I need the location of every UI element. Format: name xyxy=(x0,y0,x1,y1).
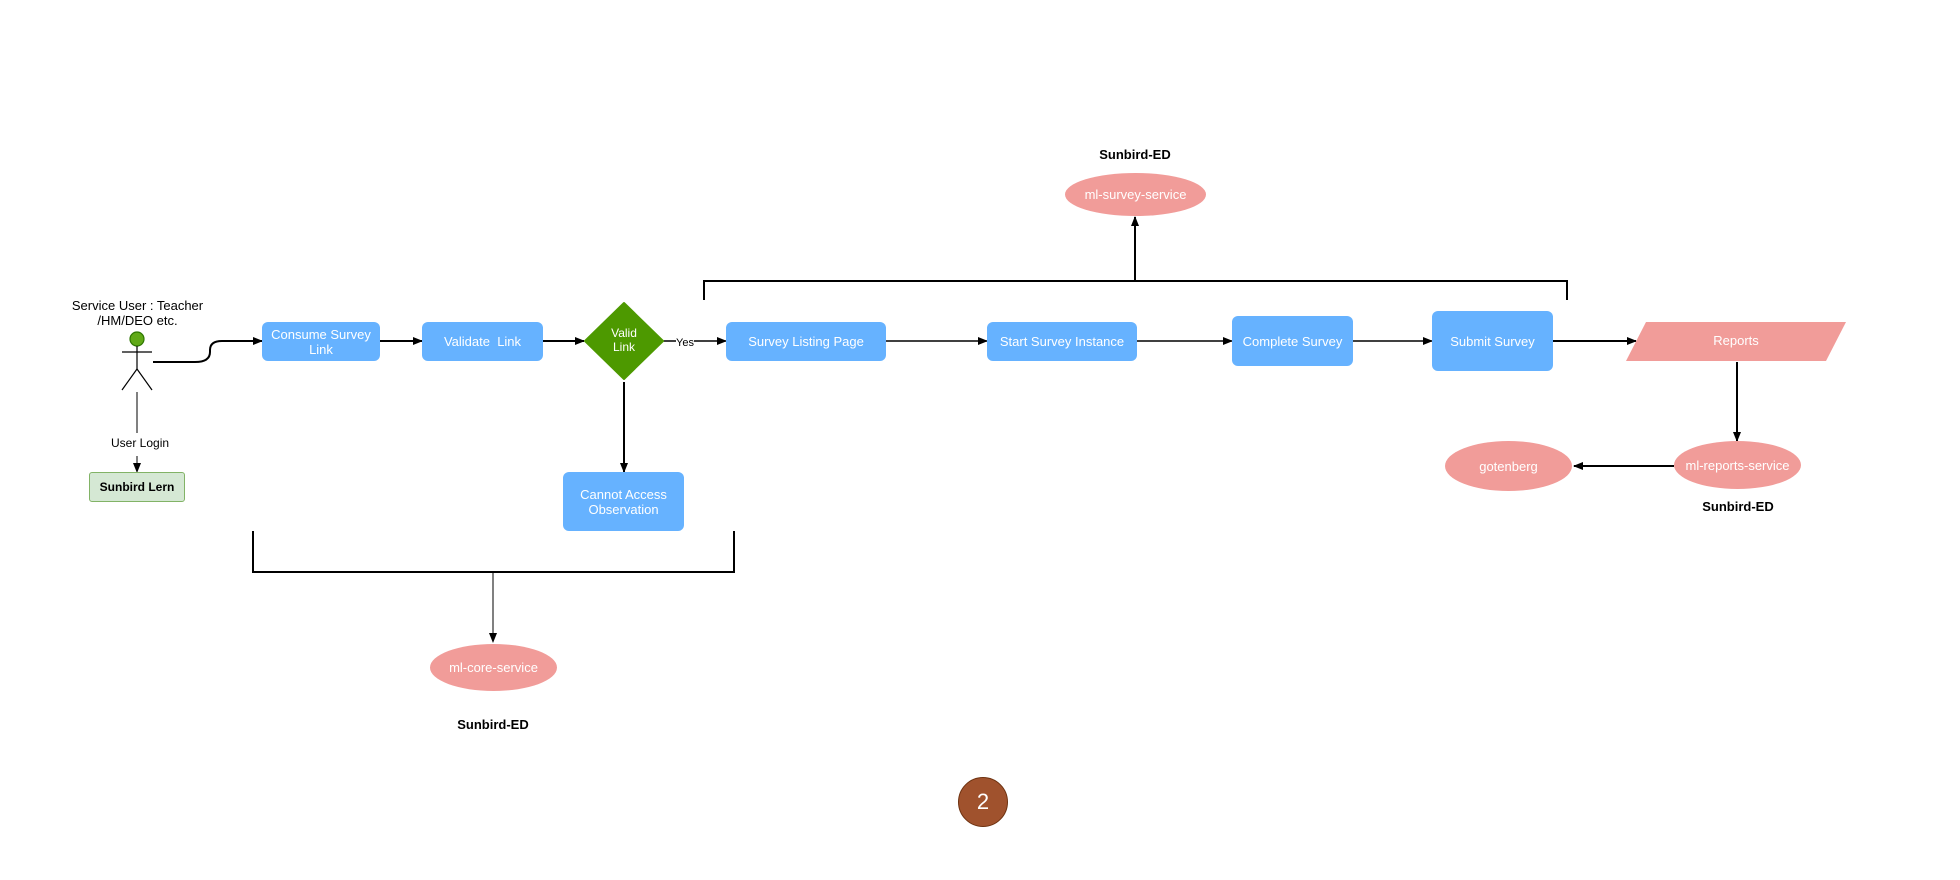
bracket-core xyxy=(252,531,735,573)
survey-platform-label: Sunbird-ED xyxy=(1099,147,1171,162)
valid-link-diamond xyxy=(584,302,664,380)
ml-core-service-node[interactable]: ml-core-service xyxy=(430,644,557,691)
cannot-line2: Observation xyxy=(588,501,659,517)
actor-label: Service User : Teacher /HM/DEO etc. xyxy=(60,298,215,328)
valid-line1: Valid xyxy=(611,326,637,340)
survey-listing-page-box[interactable]: Survey Listing Page xyxy=(726,322,886,361)
edge-actor-consume xyxy=(153,337,263,363)
validate-link-box[interactable]: Validate Link xyxy=(422,322,543,361)
consume-line1: Consume Survey xyxy=(271,326,371,342)
gotenberg-node[interactable]: gotenberg xyxy=(1445,441,1572,491)
actor-label-line2: /HM/DEO etc. xyxy=(97,313,178,328)
ml-reports-service-node[interactable]: ml-reports-service xyxy=(1674,441,1801,489)
cannot-line1: Cannot Access xyxy=(580,486,667,502)
bracket-survey xyxy=(703,280,1568,300)
yes-label: Yes xyxy=(676,337,694,349)
cannot-access-observation-box[interactable]: Cannot Access Observation xyxy=(563,472,684,531)
start-survey-instance-box[interactable]: Start Survey Instance xyxy=(987,322,1137,361)
reports-platform-label: Sunbird-ED xyxy=(1702,499,1774,514)
valid-line2: Link xyxy=(612,340,635,354)
actor-icon xyxy=(121,331,153,391)
user-login-label: User Login xyxy=(111,436,170,450)
valid-link-label: Valid Link xyxy=(594,326,654,354)
submit-survey-box[interactable]: Submit Survey xyxy=(1432,311,1553,371)
consume-line2: Link xyxy=(309,341,333,357)
complete-survey-box[interactable]: Complete Survey xyxy=(1232,316,1353,366)
ml-survey-service-node[interactable]: ml-survey-service xyxy=(1065,173,1206,216)
core-platform-label: Sunbird-ED xyxy=(457,717,529,732)
actor-label-line1: Service User : Teacher xyxy=(71,298,204,313)
consume-survey-link-box[interactable]: Consume Survey Link xyxy=(262,322,380,361)
reports-label[interactable]: Reports xyxy=(1713,333,1759,348)
reports-parallelogram xyxy=(1626,322,1846,361)
sunbird-lern-box[interactable]: Sunbird Lern xyxy=(89,472,185,502)
page-number-badge[interactable]: 2 xyxy=(958,777,1008,827)
